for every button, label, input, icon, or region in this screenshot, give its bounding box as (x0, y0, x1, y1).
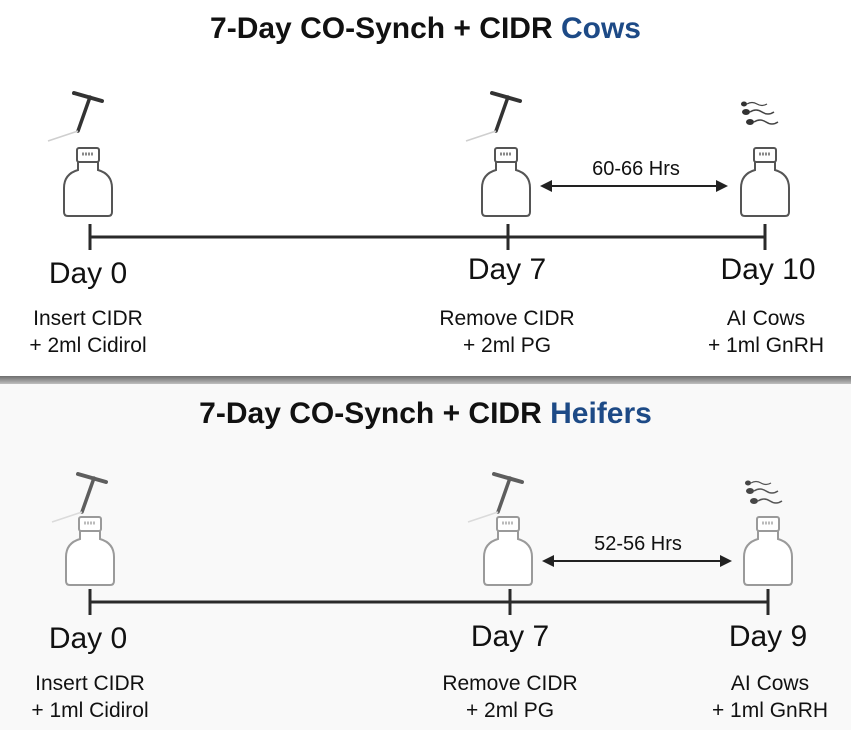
bottle-icon (481, 147, 531, 217)
cows-day0-description: Insert CIDR + 2ml Cidirol (29, 305, 146, 359)
heifers-timeline-diagram (51, 472, 793, 615)
applicator-icon (465, 91, 522, 142)
heifers-day9-label: Day 9 (728, 620, 808, 653)
heifers-protocol-title: 7-Day CO-Synch + CIDR Heifers (0, 397, 851, 431)
cows-title-main: 7-Day CO-Synch + CIDR (210, 12, 561, 45)
heifers-day0-line1: Insert CIDR (35, 672, 145, 695)
heifers-day9-line1: AI Cows (730, 672, 810, 695)
cows-day7-line1: Remove CIDR (439, 307, 575, 330)
cows-interval-arrow (540, 180, 728, 192)
cows-interval-label: 60-66 Hrs (592, 158, 680, 180)
heifers-interval-label: 52-56 Hrs (594, 533, 682, 555)
heifers-day0-description: Insert CIDR + 1ml Cidirol (31, 670, 148, 724)
heifers-day7-label: Day 7 (470, 620, 550, 653)
heifers-day9-line2: + 1ml GnRH (711, 699, 829, 722)
sperm-icon (741, 101, 779, 125)
bottle-icon (483, 516, 533, 586)
heifers-interval-arrow (542, 555, 732, 567)
applicator-icon (51, 472, 108, 523)
cows-protocol-panel: 7-Day CO-Synch + CIDR Cows (0, 12, 851, 359)
cows-protocol-title: 7-Day CO-Synch + CIDR Cows (0, 12, 851, 46)
applicator-icon (47, 91, 104, 142)
heifers-title-accent: Heifers (550, 397, 652, 430)
cows-day10-line1: AI Cows (726, 307, 806, 330)
heifers-day7-line1: Remove CIDR (442, 672, 578, 695)
bottle-icon (743, 516, 793, 586)
cows-day10-line2: + 1ml GnRH (707, 334, 825, 357)
sperm-icon (745, 480, 783, 504)
heifers-title-main: 7-Day CO-Synch + CIDR (199, 397, 551, 430)
bottle-icon (65, 516, 115, 586)
cows-day0-line2: + 2ml Cidirol (29, 334, 147, 357)
cows-day7-line2: + 2ml PG (462, 334, 552, 357)
heifers-day7-description: Remove CIDR + 2ml PG (442, 670, 577, 724)
heifers-day0-label: Day 0 (48, 622, 128, 655)
cows-day7-description: Remove CIDR + 2ml PG (439, 305, 574, 359)
cows-title-accent: Cows (560, 12, 641, 45)
cows-day10-label: Day 10 (720, 253, 816, 286)
cows-day10-description: AI Cows + 1ml GnRH (708, 305, 824, 359)
heifers-day0-line2: + 1ml Cidirol (31, 699, 149, 722)
panel-divider (0, 376, 851, 386)
heifers-day7-line2: + 2ml PG (465, 699, 555, 722)
bottle-icon (63, 147, 113, 217)
heifers-day9-description: AI Cows + 1ml GnRH (712, 670, 828, 724)
cows-day0-label: Day 0 (48, 257, 128, 290)
applicator-icon (467, 472, 524, 523)
bottle-icon (740, 147, 790, 217)
cows-day0-line1: Insert CIDR (33, 307, 143, 330)
cows-timeline-diagram (47, 91, 790, 250)
heifers-protocol-panel: 7-Day CO-Synch + CIDR Heifers (0, 384, 851, 730)
cows-day7-label: Day 7 (467, 253, 547, 286)
